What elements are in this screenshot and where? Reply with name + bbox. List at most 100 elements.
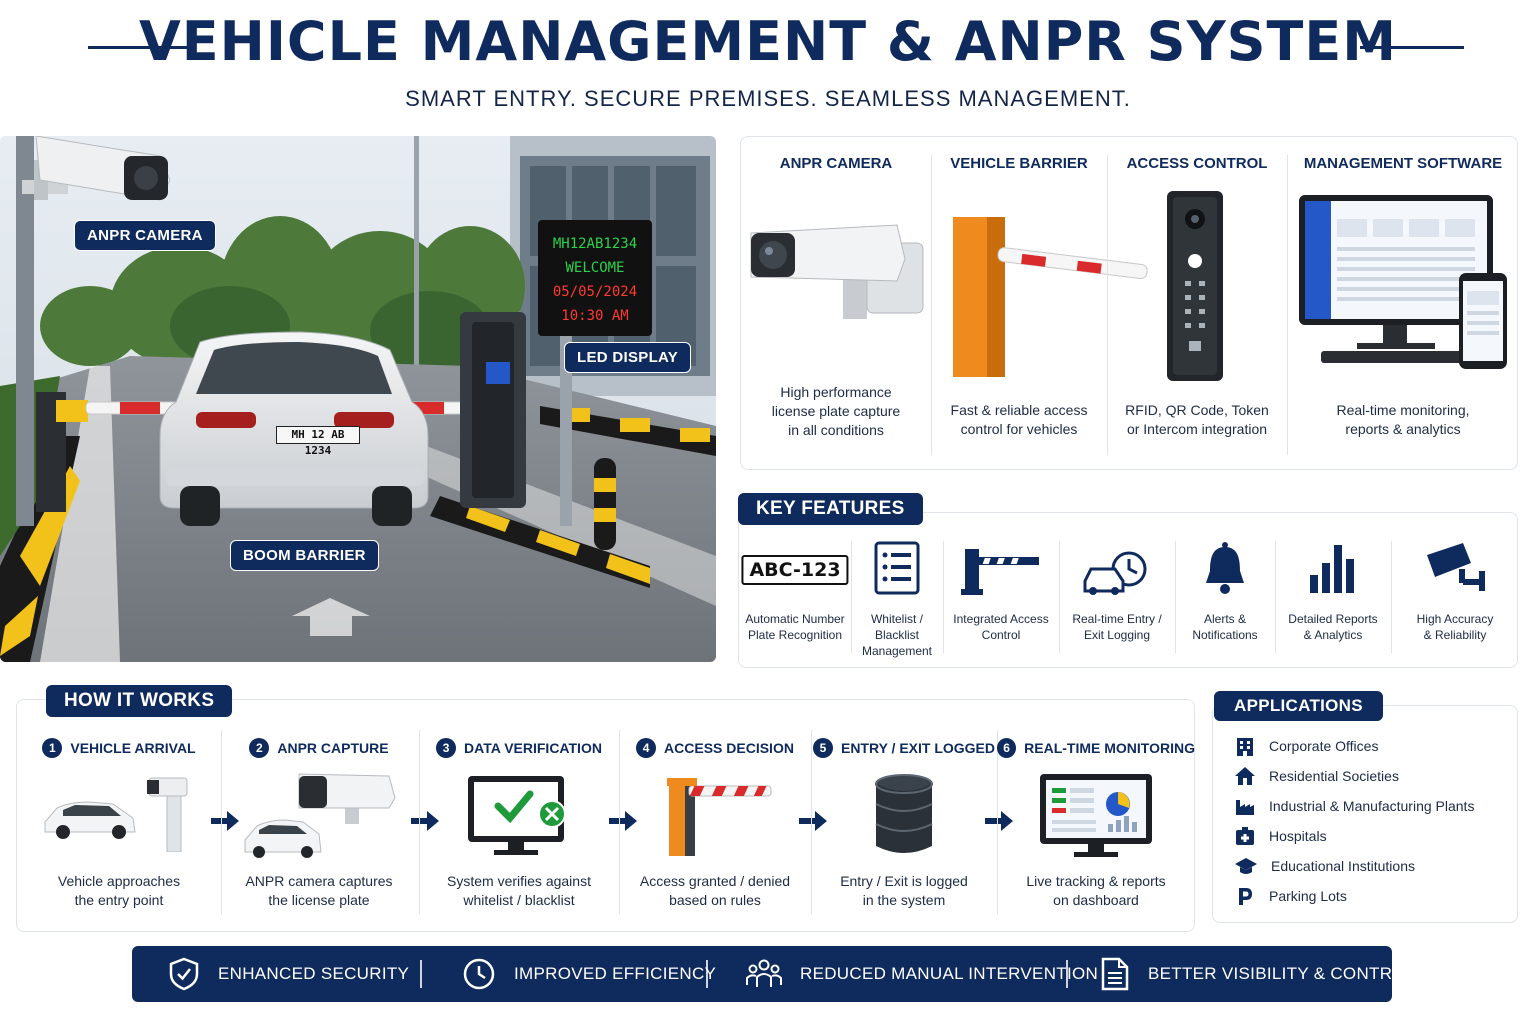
component-management-software: MANAGEMENT SOFTWARE Real-time monitoring… bbox=[1287, 137, 1519, 471]
step-header: 2 ANPR CAPTURE bbox=[221, 738, 417, 758]
graduation-cap-icon bbox=[1235, 858, 1257, 874]
desc-line: Access granted / denied bbox=[639, 873, 791, 889]
clock-icon bbox=[463, 958, 495, 990]
application-item: Corporate Offices bbox=[1235, 734, 1378, 758]
application-label: Corporate Offices bbox=[1269, 738, 1379, 754]
applications-heading: APPLICATIONS bbox=[1214, 691, 1383, 721]
car-and-camera-icon bbox=[44, 777, 188, 852]
divider bbox=[997, 730, 998, 914]
feature-label: Automatic Number Plate Recognition bbox=[739, 611, 851, 643]
led-line-time: 10:30 AM bbox=[561, 308, 629, 324]
step-title: REAL-TIME MONITORING bbox=[1024, 740, 1195, 756]
desc-line: RFID, QR Code, Token bbox=[1125, 402, 1269, 418]
divider bbox=[851, 541, 852, 653]
step-desc: ANPR camera captures the license plate bbox=[221, 872, 417, 910]
step-title: ENTRY / EXIT LOGGED bbox=[840, 740, 996, 756]
desc-line: ANPR camera captures bbox=[245, 873, 393, 889]
component-desc: High performance license plate capture i… bbox=[741, 383, 931, 440]
step-header: 5 ENTRY / EXIT LOGGED bbox=[811, 738, 997, 758]
step-access-decision: 4 ACCESS DECISION Access granted / denie… bbox=[619, 700, 811, 933]
step-real-time-monitoring: 6 REAL-TIME MONITORING Live tracking & r… bbox=[997, 700, 1195, 933]
label-line: Plate Recognition bbox=[747, 628, 843, 642]
step-number: 1 bbox=[42, 738, 63, 758]
benefit-item: ENHANCED SECURITY bbox=[168, 946, 409, 1002]
car-clock-icon bbox=[1083, 551, 1147, 595]
component-access-control: ACCESS CONTROL RFID, QR Code, Token or I… bbox=[1107, 137, 1287, 471]
step-header: 6 REAL-TIME MONITORING bbox=[997, 738, 1195, 758]
feature-label: Real-time Entry / Exit Logging bbox=[1059, 611, 1175, 643]
benefit-label: IMPROVED EFFICIENCY bbox=[514, 964, 717, 983]
shield-check-icon bbox=[169, 957, 199, 991]
step-header: 1 VEHICLE ARRIVAL bbox=[17, 738, 221, 758]
step-entry-exit-logged: 5 ENTRY / EXIT LOGGED Entry / Exit is lo… bbox=[811, 700, 997, 933]
step-desc: Live tracking & reports on dashboard bbox=[997, 872, 1195, 910]
desc-line: in the system bbox=[862, 892, 946, 908]
step-desc: System verifies against whitelist / blac… bbox=[419, 872, 619, 910]
hospital-icon bbox=[1236, 827, 1254, 845]
tag-anpr-camera: ANPR CAMERA bbox=[74, 220, 216, 251]
component-title: ANPR CAMERA bbox=[779, 155, 893, 172]
banner-divider bbox=[706, 960, 708, 988]
desc-line: the license plate bbox=[268, 892, 370, 908]
cctv-camera-icon bbox=[750, 224, 924, 319]
desc-line: or Intercom integration bbox=[1126, 421, 1268, 437]
home-icon bbox=[1235, 767, 1255, 785]
feature-label: Integrated Access Control bbox=[943, 611, 1059, 643]
step-number: 5 bbox=[812, 738, 833, 758]
desc-line: Live tracking & reports bbox=[1026, 873, 1166, 889]
arrow-right-icon bbox=[985, 811, 1013, 831]
camera-capture-icon bbox=[244, 773, 396, 858]
component-title: VEHICLE BARRIER bbox=[950, 155, 1088, 172]
anpr-camera-on-pole bbox=[22, 136, 171, 201]
desc-line: Fast & reliable access bbox=[950, 402, 1088, 418]
step-data-verification: 3 DATA VERIFICATION System verifies agai… bbox=[419, 700, 619, 933]
list-icon bbox=[874, 541, 920, 595]
divider bbox=[1275, 541, 1276, 653]
application-label: Industrial & Manufacturing Plants bbox=[1269, 798, 1475, 814]
component-desc: Fast & reliable access control for vehic… bbox=[931, 401, 1107, 439]
car-illustration bbox=[159, 331, 429, 526]
label-line: High Accuracy bbox=[1416, 612, 1494, 626]
key-features-panel: ABC-123 Automatic Number Plate Recogniti… bbox=[738, 512, 1518, 668]
step-number: 2 bbox=[249, 738, 270, 758]
page-subtitle: SMART ENTRY. SECURE PREMISES. SEAMLESS M… bbox=[405, 86, 1131, 111]
desc-line: Entry / Exit is logged bbox=[840, 873, 968, 889]
barrier-icon bbox=[961, 549, 1039, 595]
step-desc: Access granted / denied based on rules bbox=[619, 872, 811, 910]
divider bbox=[1287, 155, 1288, 455]
step-vehicle-arrival: 1 VEHICLE ARRIVAL Vehicle approaches the… bbox=[17, 700, 221, 933]
led-line-date: 05/05/2024 bbox=[552, 284, 638, 300]
step-title: ANPR CAPTURE bbox=[277, 740, 389, 756]
divider bbox=[943, 541, 944, 653]
label-line: Control bbox=[981, 628, 1021, 642]
label-line: Blacklist bbox=[874, 628, 919, 642]
application-item: Hospitals bbox=[1235, 824, 1327, 848]
tag-boom-barrier: BOOM BARRIER bbox=[230, 540, 379, 571]
car-license-plate: MH 12 AB 1234 bbox=[276, 426, 360, 457]
label-line: Alerts & bbox=[1203, 612, 1246, 626]
step-desc: Entry / Exit is logged in the system bbox=[811, 872, 997, 910]
component-anpr-camera: ANPR CAMERA High performance license pla… bbox=[741, 137, 931, 471]
key-features-heading: KEY FEATURES bbox=[738, 493, 923, 525]
application-label: Hospitals bbox=[1269, 828, 1327, 844]
parking-icon bbox=[1239, 888, 1252, 905]
desc-line: the entry point bbox=[74, 892, 164, 908]
bar-chart-icon bbox=[1310, 545, 1354, 593]
desc-line: Real-time monitoring, bbox=[1336, 402, 1470, 418]
document-icon bbox=[1101, 957, 1129, 991]
feature-logging: Real-time Entry / Exit Logging bbox=[1059, 513, 1175, 669]
feature-label: Alerts & Notifications bbox=[1175, 611, 1275, 643]
desc-line: control for vehicles bbox=[960, 421, 1078, 437]
barrier-gate-icon bbox=[667, 778, 772, 856]
system-components-panel: ANPR CAMERA High performance license pla… bbox=[740, 136, 1518, 470]
tag-led-display: LED DISPLAY bbox=[564, 342, 692, 373]
benefit-item: IMPROVED EFFICIENCY bbox=[462, 946, 716, 1002]
gate-scene-illustration bbox=[0, 136, 716, 662]
step-title: DATA VERIFICATION bbox=[464, 740, 602, 756]
step-anpr-capture: 2 ANPR CAPTURE ANPR camera captures the … bbox=[221, 700, 417, 933]
plate-icon: ABC-123 bbox=[741, 555, 849, 585]
desc-line: in all conditions bbox=[788, 422, 884, 438]
verification-monitor-icon bbox=[468, 776, 566, 855]
component-title: ACCESS CONTROL bbox=[1126, 155, 1268, 172]
monitor-dashboard-icon bbox=[1299, 195, 1507, 369]
